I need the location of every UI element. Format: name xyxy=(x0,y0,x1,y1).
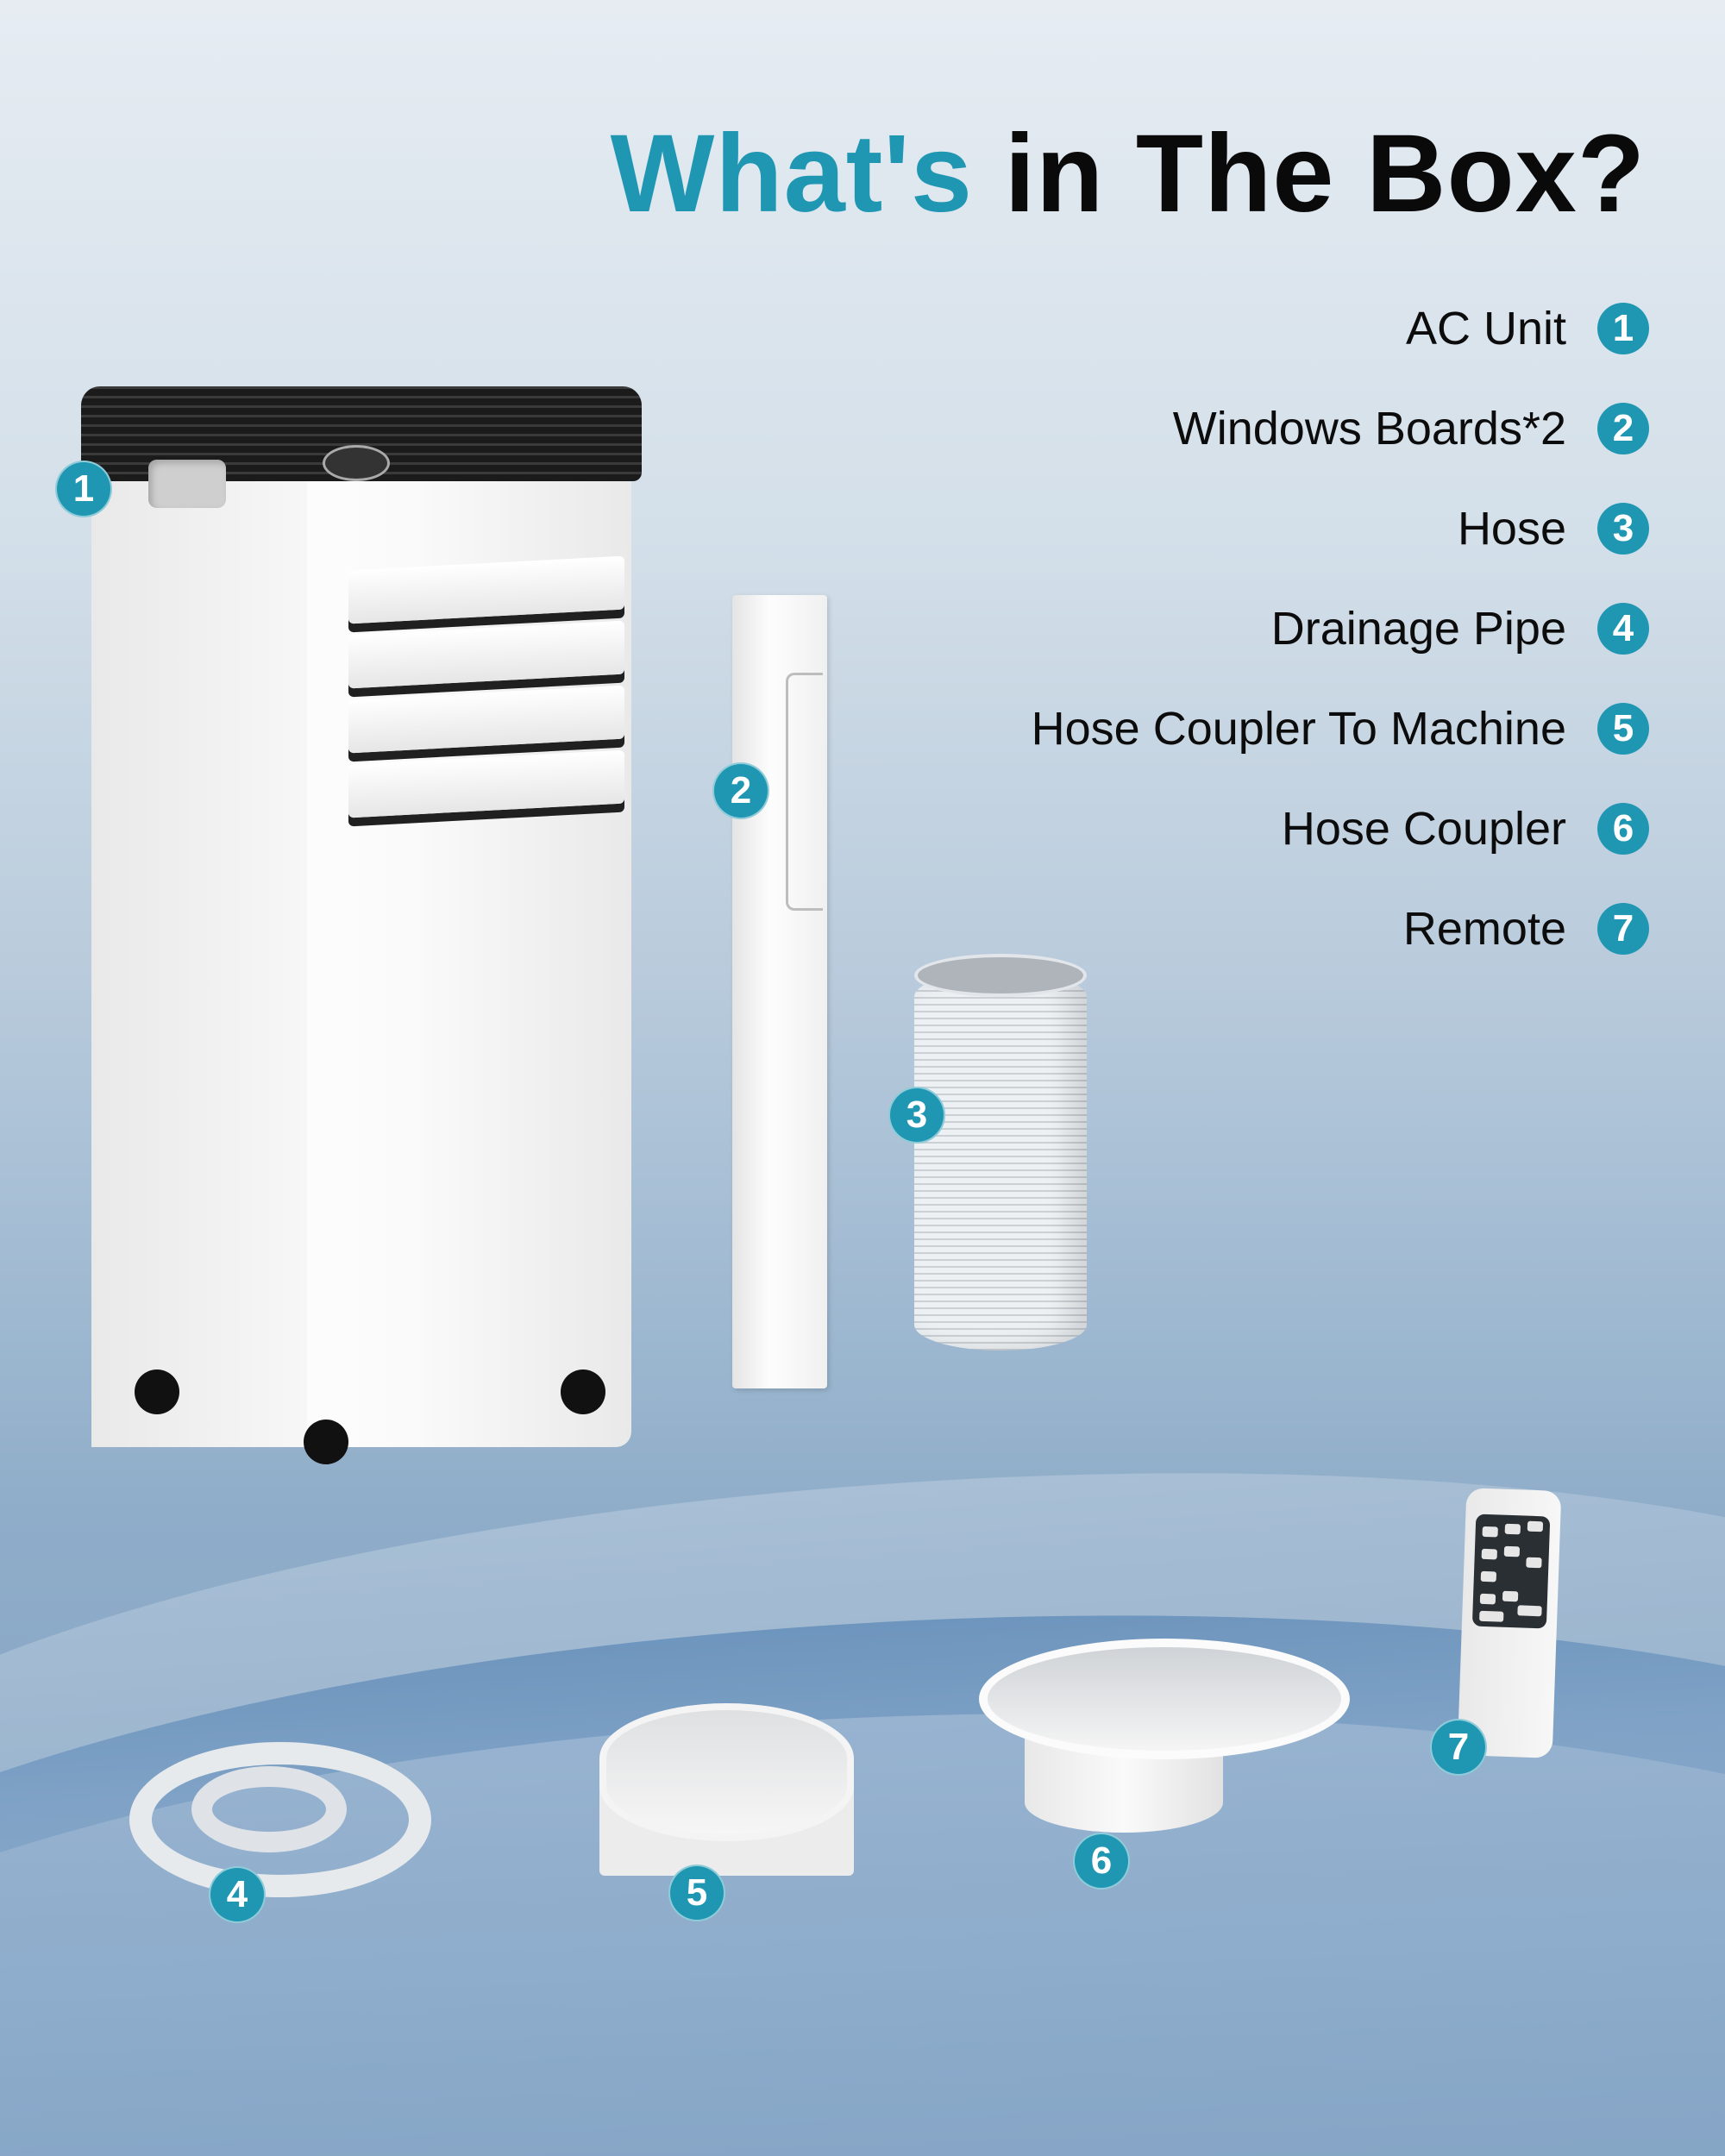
remote-button xyxy=(1482,1526,1498,1538)
number-badge: 1 xyxy=(1597,303,1649,354)
contents-list: AC Unit 1 Windows Boards*2 2 Hose 3 Drai… xyxy=(1031,303,1649,1004)
remote-image xyxy=(1457,1488,1562,1758)
number-badge: 4 xyxy=(1597,603,1649,655)
item-label: Hose Coupler To Machine xyxy=(1031,703,1566,755)
number-badge: 6 xyxy=(1597,803,1649,855)
number-badge: 7 xyxy=(1430,1719,1487,1776)
ac-handle xyxy=(148,460,226,508)
number-badge: 3 xyxy=(1597,503,1649,555)
list-item: Hose Coupler To Machine 5 xyxy=(1031,703,1649,755)
title-rest: in The Box? xyxy=(1004,112,1646,235)
hose-coupler-machine-image xyxy=(599,1703,854,1841)
number-badge: 6 xyxy=(1073,1833,1130,1890)
number-badge: 4 xyxy=(209,1866,266,1923)
list-item: AC Unit 1 xyxy=(1032,303,1649,354)
remote-button-pad xyxy=(1471,1514,1551,1629)
exhaust-hose-image xyxy=(914,954,1087,1351)
remote-button xyxy=(1503,1545,1521,1557)
timer-button xyxy=(1517,1605,1542,1617)
number-badge: 5 xyxy=(668,1865,725,1921)
remote-button xyxy=(1502,1590,1519,1602)
remote-button xyxy=(1504,1523,1521,1535)
item-label: Remote xyxy=(1402,903,1566,955)
number-badge: 3 xyxy=(888,1087,945,1144)
page-title: What's in The Box? xyxy=(611,110,1646,237)
wheel xyxy=(561,1369,605,1414)
wheel xyxy=(135,1369,179,1414)
ac-top-panel xyxy=(81,386,642,481)
hose-opening xyxy=(914,954,1087,997)
title-accent: What's xyxy=(610,112,973,235)
remote-button xyxy=(1481,1548,1497,1560)
list-item: Hose Coupler 6 xyxy=(1032,803,1649,855)
number-badge: 5 xyxy=(1597,703,1649,755)
wheel xyxy=(304,1420,348,1464)
ac-unit-image xyxy=(81,386,642,1473)
number-badge: 2 xyxy=(1597,403,1649,454)
remote-button xyxy=(1479,1593,1496,1605)
remote-button xyxy=(1480,1570,1497,1583)
power-button xyxy=(1479,1610,1504,1622)
drainage-pipe-coil xyxy=(191,1766,347,1852)
number-badge: 7 xyxy=(1597,903,1649,955)
window-board-image xyxy=(732,595,827,1388)
ac-control-knob xyxy=(323,445,390,481)
item-label: Hose xyxy=(1457,503,1566,555)
list-item: Remote 7 xyxy=(1032,903,1649,955)
remote-button xyxy=(1526,1557,1542,1569)
hose-coupler-image xyxy=(979,1639,1350,1759)
ac-side-panel xyxy=(91,473,307,1447)
list-item: Hose 3 xyxy=(1032,503,1649,555)
item-label: Hose Coupler xyxy=(1281,803,1566,855)
list-item: Drainage Pipe 4 xyxy=(1032,603,1649,655)
number-badge: 2 xyxy=(712,762,769,819)
list-item: Windows Boards*2 2 xyxy=(1032,403,1649,454)
item-label: AC Unit xyxy=(1405,303,1566,354)
number-badge: 1 xyxy=(55,461,112,517)
remote-button xyxy=(1527,1520,1544,1532)
board-slot xyxy=(786,673,823,911)
item-label: Windows Boards*2 xyxy=(1172,403,1566,454)
item-label: Drainage Pipe xyxy=(1270,603,1566,655)
